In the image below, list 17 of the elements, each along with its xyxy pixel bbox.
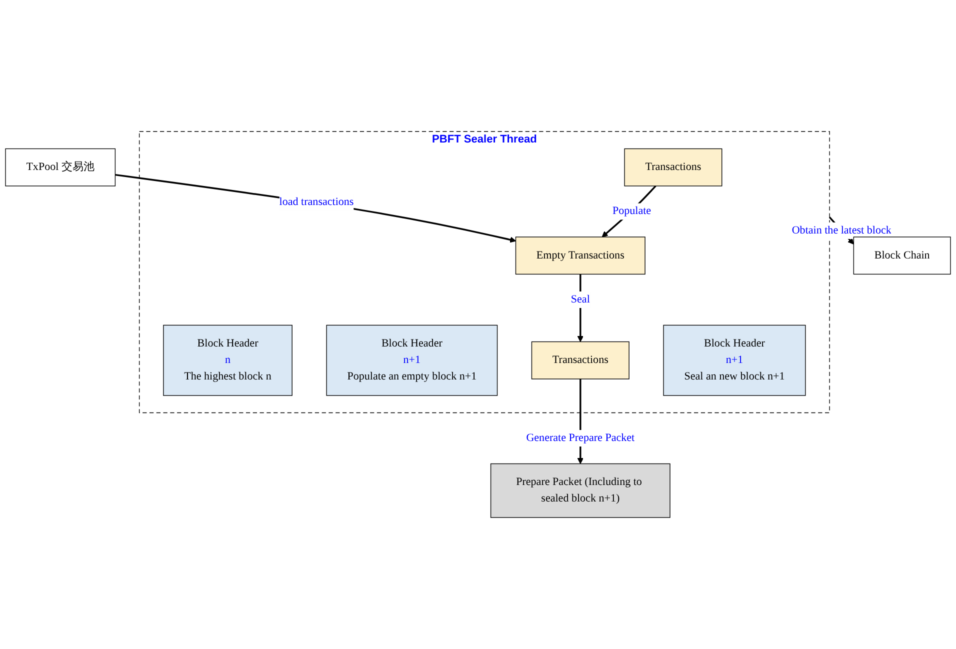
node-box: Empty Transactions — [515, 236, 646, 275]
edge-label: Populate — [612, 205, 652, 217]
node-box: Block Chain — [853, 236, 951, 275]
edge-label: Generate Prepare Packet — [526, 432, 635, 444]
arrow — [602, 185, 656, 238]
node-box: TxPool 交易池 — [5, 148, 116, 186]
edge-label: Obtain the latest block — [792, 224, 892, 236]
edge-label: load transactions — [279, 196, 354, 208]
edge-label: Seal — [570, 293, 590, 306]
node-box: Block Header n The highest block n — [163, 324, 292, 396]
node-box: Block Header n+1 Populate an empty block n+1 — [326, 324, 498, 396]
arrow — [115, 174, 516, 243]
node-box: Block Header n+1 Seal an new block n+1 — [663, 324, 806, 396]
arrow — [577, 274, 584, 342]
node-box: Transactions — [624, 148, 722, 186]
node-box: Prepare Packet (Including to sealed block n+1) — [490, 463, 670, 518]
node-box: Transactions — [531, 341, 630, 380]
